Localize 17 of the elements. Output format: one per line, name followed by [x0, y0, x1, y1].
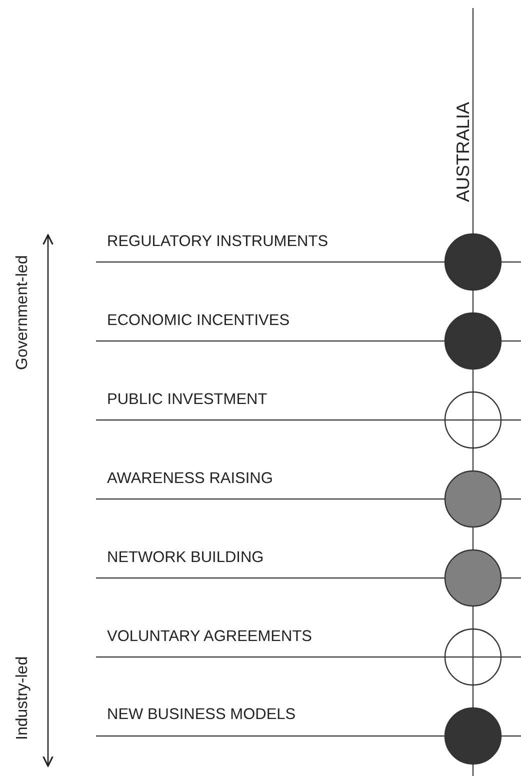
rating-circle	[444, 549, 502, 607]
rating-circle	[444, 707, 502, 765]
category-label: PUBLIC INVESTMENT	[107, 391, 268, 409]
rating-circle	[444, 233, 502, 291]
rating-circle	[444, 470, 502, 528]
category-label: REGULATORY INSTRUMENTS	[107, 233, 328, 251]
rating-circle	[444, 312, 502, 370]
category-label: NEW BUSINESS MODELS	[107, 706, 296, 724]
category-label: ECONOMIC INCENTIVES	[107, 312, 290, 330]
axis-label: Government-led	[14, 255, 32, 370]
category-label: VOLUNTARY AGREEMENTS	[107, 628, 312, 646]
category-label: AWARENESS RAISING	[107, 470, 273, 488]
rating-circle	[444, 391, 502, 449]
column-heading: AUSTRALIA	[454, 102, 472, 202]
axis-label: Industry-led	[14, 656, 32, 740]
rating-circle	[444, 628, 502, 686]
category-label: NETWORK BUILDING	[107, 549, 264, 567]
